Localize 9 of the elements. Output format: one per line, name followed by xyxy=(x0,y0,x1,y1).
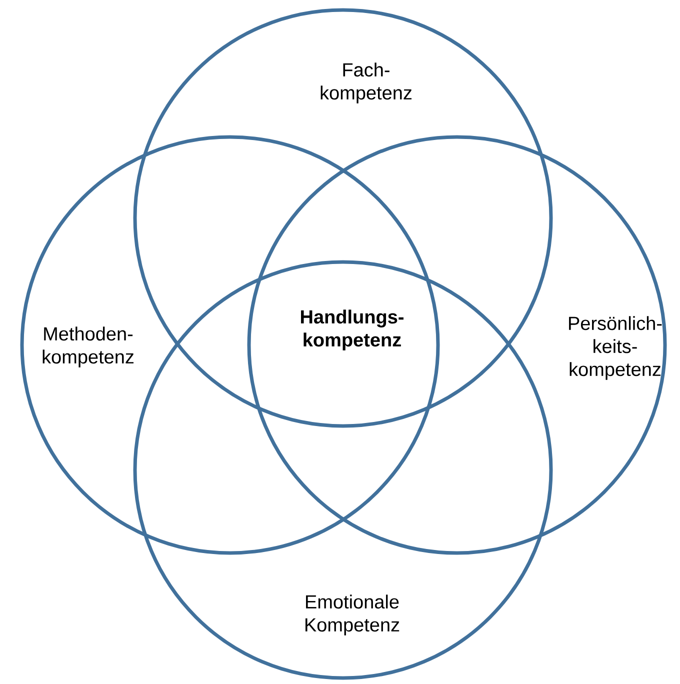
circle-label: Persönlich- keits- kompetenz xyxy=(569,316,662,380)
circle-label: Fach- kompetenz xyxy=(320,62,412,104)
circle xyxy=(133,8,553,428)
circle-label: Emotionale Kompetenz xyxy=(306,594,400,636)
center-label: Handlungs- kompetenz xyxy=(301,310,404,350)
circle xyxy=(20,135,440,555)
circle-label: Methoden- kompetenz xyxy=(42,326,134,368)
circle xyxy=(133,260,553,680)
circle xyxy=(247,135,667,555)
